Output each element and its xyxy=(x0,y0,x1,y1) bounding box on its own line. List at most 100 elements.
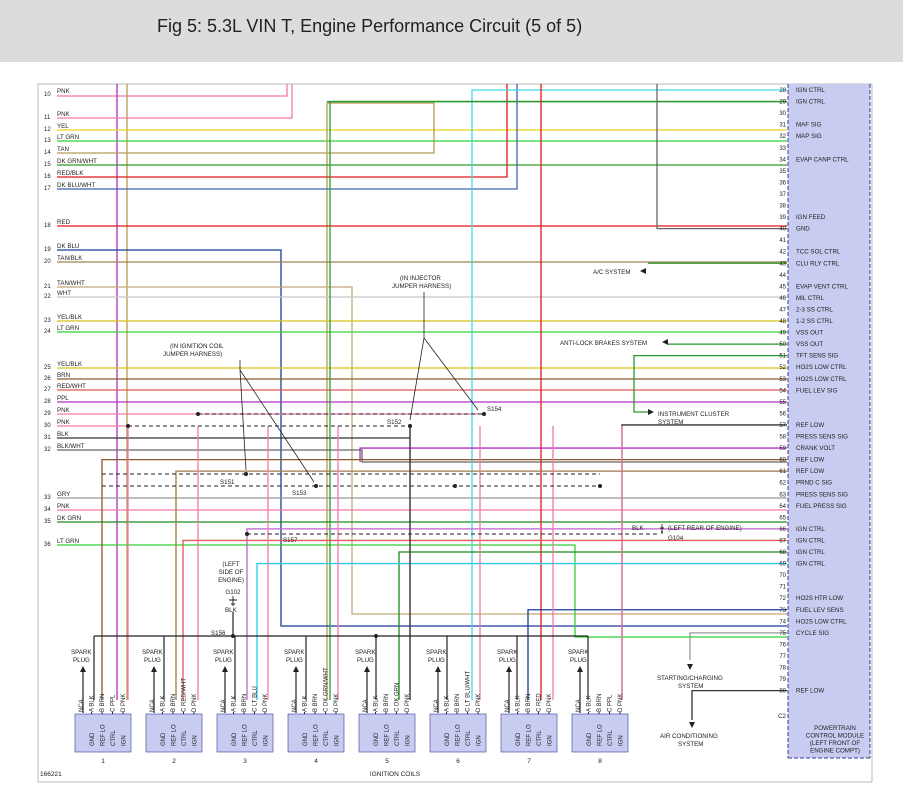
coil-number: 8 xyxy=(598,758,602,765)
coil-number: 5 xyxy=(385,758,389,765)
coil-pin-label: D PNK xyxy=(547,694,553,712)
wire-10 xyxy=(57,84,288,97)
wire-number: 11 xyxy=(44,115,51,121)
wire-color-label: PNK xyxy=(57,88,71,95)
pcm-pin-function: VSS OUT xyxy=(796,330,823,337)
wire-color-label: LT GRN xyxy=(57,538,79,545)
pcm-pin-number: 56 xyxy=(779,411,786,417)
wire-number: 28 xyxy=(44,399,51,405)
wire-color-label: PPL xyxy=(57,395,69,402)
ac-arrow-icon xyxy=(640,268,646,274)
figure-id: 166221 xyxy=(40,771,62,778)
coil-pin-label: NCA xyxy=(292,699,298,712)
wire-number: 34 xyxy=(44,507,51,513)
wire-color-label: TAN/BLK xyxy=(57,255,83,262)
pin40 xyxy=(656,84,787,230)
pcm-pin-number: 31 xyxy=(779,123,786,129)
starting-label: STARTING/CHARGING xyxy=(657,675,723,682)
coil-pin-label: A BLK xyxy=(90,695,96,712)
coil-function-label: CTRL xyxy=(111,730,117,746)
splice-s156: S156 xyxy=(211,630,226,637)
coil-number: 2 xyxy=(172,758,176,765)
coil-function-label: REF LO xyxy=(527,724,533,746)
pcm-pin-function: HO2S LOW CTRL xyxy=(796,364,847,371)
pcm-pin-number: 55 xyxy=(779,400,786,406)
spark-arrow-icon xyxy=(80,666,86,672)
pcm-pin-function: 1-2 SS CTRL xyxy=(796,318,833,325)
left-side-label: SIDE OF xyxy=(219,569,244,576)
coil-pin-label: A BLK xyxy=(587,695,593,712)
pcm-connector-label: C2 xyxy=(778,713,786,720)
coil-body xyxy=(358,713,416,753)
spark-arrow-icon xyxy=(506,666,512,672)
pin73 xyxy=(527,609,787,700)
pcm-pin-number: 66 xyxy=(779,527,786,533)
splice-s157: S157 xyxy=(283,537,298,544)
diagram-frame: 166221 xyxy=(37,83,873,783)
splice-s151: S151 xyxy=(220,479,235,486)
wire-number: 10 xyxy=(44,92,51,98)
pcm-name: ENGINE COMPT) xyxy=(810,748,860,755)
pin67 xyxy=(182,539,787,700)
splice-dot-8 xyxy=(245,532,249,536)
pcm-pin-number: 28 xyxy=(779,88,786,94)
wire-color-label: TAN/WHT xyxy=(57,280,85,287)
wire-color-label: DK GRN/WHT xyxy=(57,158,97,165)
pcm-pin-number: 32 xyxy=(779,134,786,140)
ground-rear-label: (LEFT REAR OF ENGINE) xyxy=(668,525,742,532)
coil-function-label: GND xyxy=(232,732,238,746)
coil-pin-label: NCA xyxy=(576,699,582,712)
ground-left-icon xyxy=(229,596,237,606)
pcm-pin-number: 59 xyxy=(779,446,786,452)
pcm-pin-number: 58 xyxy=(779,435,786,441)
pin61 xyxy=(175,470,787,700)
coil-body xyxy=(216,713,274,753)
coil-pin-label: C LT BLU/WHT xyxy=(466,671,472,712)
pcm-pin-function: GND xyxy=(796,226,810,233)
pcm-pin-number: 54 xyxy=(779,388,786,394)
coil-function-label: CTRL xyxy=(324,730,330,746)
title-bar: Fig 5: 5.3L VIN T, Engine Performance Ci… xyxy=(0,0,903,62)
g104-label: G104 xyxy=(668,535,684,542)
coil-pin-label: A BLK xyxy=(161,695,167,712)
spark-plug-label-2: PLUG xyxy=(357,657,374,664)
pin60 xyxy=(101,458,787,700)
wire-number: 32 xyxy=(44,447,51,453)
pcm-pin-number: 78 xyxy=(779,666,786,672)
wire-color-label: YEL/BLK xyxy=(57,361,83,368)
coil-pin-label: B BRN xyxy=(242,694,248,712)
spark-arrow-icon xyxy=(293,666,299,672)
splice-dot-5 xyxy=(314,484,318,488)
pcm-pin-function: MAF SIG xyxy=(796,122,822,129)
aircond-label-2: SYSTEM xyxy=(678,741,703,748)
coil-pin-label: B BRN xyxy=(455,694,461,712)
wire-color-label: GRY xyxy=(57,491,70,498)
wire-color-label: LT GRN xyxy=(57,325,79,332)
pcm-pin-number: 41 xyxy=(779,238,786,244)
wire-color-label: WHT xyxy=(57,290,71,297)
coil-pin-label: B BRN xyxy=(597,694,603,712)
coil-body xyxy=(571,713,629,753)
coil-pin-label: A BLK xyxy=(374,695,380,712)
wire-number: 23 xyxy=(44,318,51,324)
pin28-run xyxy=(471,89,787,700)
wire-number: 27 xyxy=(44,387,51,393)
pcm-pin-function: FUEL PRESS SIG xyxy=(796,503,847,510)
pcm-pin-function: IGN CTRL xyxy=(796,561,825,568)
pcm-pin-number: 33 xyxy=(779,146,786,152)
pcm-pin-number: 67 xyxy=(779,538,786,544)
wire-number: 21 xyxy=(44,284,51,290)
wire-number: 17 xyxy=(44,186,51,192)
pcm-pin-function: EVAP CANP CTRL xyxy=(796,156,849,163)
wire-color-label: RED/BLK xyxy=(57,170,84,177)
coil-pin-label: NCA xyxy=(505,699,511,712)
pcm-pin-number: 76 xyxy=(779,642,786,648)
spark-plug-label-2: PLUG xyxy=(215,657,232,664)
coil-body xyxy=(429,713,487,753)
spark-arrow-icon xyxy=(435,666,441,672)
coil-function-label: GND xyxy=(161,732,167,746)
coil-pin-label: NCA xyxy=(221,699,227,712)
